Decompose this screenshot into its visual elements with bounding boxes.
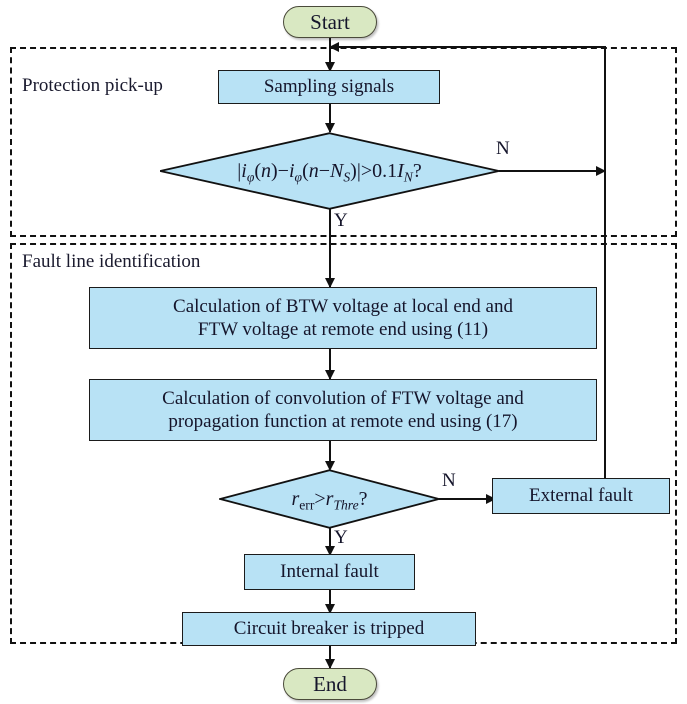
node-circuit-breaker-tripped[interactable]: Circuit breaker is tripped — [182, 612, 476, 646]
edge-label-pickup-yes: Y — [334, 210, 348, 231]
edge-label-pickup-no: N — [496, 138, 510, 159]
node-decision-rerr[interactable]: rerr>rThre? — [219, 469, 440, 529]
edge-convolution-to-decision-rerr — [329, 441, 331, 469]
node-internal-fault-label: Internal fault — [280, 561, 379, 583]
edge-rerr-yes-arrow — [324, 546, 335, 556]
node-calculation-convolution-line2: propagation function at remote end using… — [168, 411, 518, 432]
edge-rerr-no — [439, 498, 492, 500]
node-calculation-btw-line1: Calculation of BTW voltage at local end … — [173, 295, 513, 317]
section-protection-pickup-label: Protection pick-up — [22, 75, 163, 96]
node-start-label: Start — [310, 9, 350, 34]
section-protection-pickup — [10, 47, 677, 237]
edge-sampling-to-decision-pickup-arrow — [324, 123, 335, 133]
edge-internal-to-breaker — [329, 590, 331, 612]
edge-return-arrow — [329, 41, 339, 52]
section-fault-line-identification-label: Fault line identification — [22, 251, 201, 272]
edge-breaker-to-end — [329, 646, 331, 668]
edge-start-to-sampling — [329, 38, 331, 70]
node-start[interactable]: Start — [283, 6, 377, 38]
node-external-fault-label: External fault — [529, 485, 633, 507]
edge-breaker-to-end-arrow — [324, 659, 335, 669]
node-external-fault[interactable]: External fault — [492, 478, 670, 514]
node-internal-fault[interactable]: Internal fault — [244, 554, 415, 590]
edge-convolution-to-decision-rerr-arrow — [324, 461, 335, 471]
edge-return-horizontal — [329, 46, 606, 48]
edge-label-rerr-no: N — [442, 470, 456, 491]
decision-pickup-shape — [160, 132, 499, 210]
edge-btw-to-convolution-arrow — [324, 370, 335, 380]
decision-rerr-shape — [219, 469, 440, 529]
node-calculation-convolution[interactable]: Calculation of convolution of FTW voltag… — [89, 379, 597, 441]
edge-pickup-no-arrow — [596, 165, 606, 176]
edge-rerr-yes — [329, 528, 331, 554]
node-decision-pickup-expression: |iφ(n)−iφ(n−NS)|>0.1IN? — [237, 159, 422, 184]
node-calculation-convolution-line1: Calculation of convolution of FTW voltag… — [162, 387, 524, 409]
edge-btw-to-convolution — [329, 349, 331, 379]
edge-pickup-yes — [329, 209, 331, 287]
node-end-label: End — [313, 671, 347, 696]
node-end[interactable]: End — [283, 668, 377, 700]
edge-return-vertical — [604, 47, 606, 478]
edge-label-rerr-yes: Y — [334, 527, 348, 548]
node-calculation-btw-line2: FTW voltage at remote end using (11) — [197, 319, 489, 340]
node-decision-rerr-expression: rerr>rThre? — [291, 487, 368, 512]
node-decision-pickup[interactable]: |iφ(n)−iφ(n−NS)|>0.1IN? — [159, 132, 500, 210]
edge-rerr-no-arrow — [486, 493, 496, 504]
node-sampling-signals-label: Sampling signals — [263, 76, 395, 98]
edge-internal-to-breaker-arrow — [324, 604, 335, 614]
edge-pickup-yes-arrow — [324, 278, 335, 288]
node-circuit-breaker-tripped-label: Circuit breaker is tripped — [233, 618, 425, 640]
node-calculation-btw[interactable]: Calculation of BTW voltage at local end … — [89, 287, 597, 349]
node-sampling-signals[interactable]: Sampling signals — [218, 70, 440, 104]
edge-start-to-sampling-arrow — [324, 62, 335, 72]
edge-sampling-to-decision-pickup — [329, 104, 331, 132]
edge-pickup-no — [499, 170, 606, 172]
